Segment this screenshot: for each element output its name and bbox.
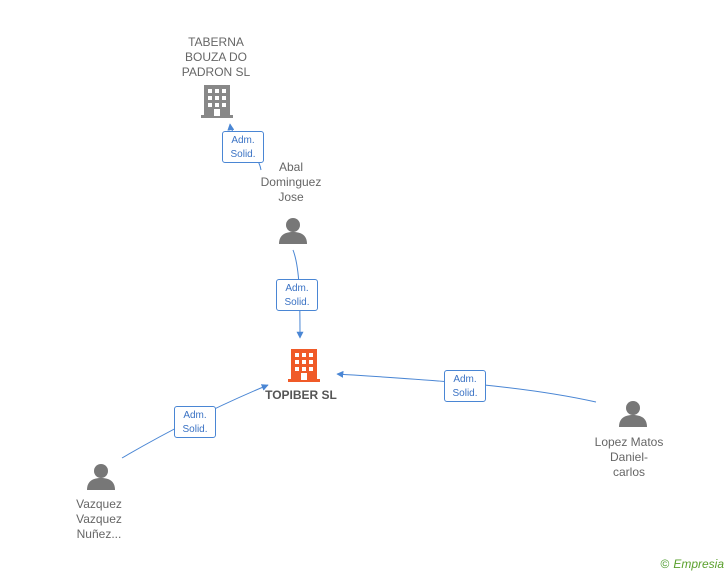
edge-badge-vazquez-topiber[interactable]: Adm. Solid.	[174, 406, 216, 438]
edge-badge-abal-taberna[interactable]: Adm. Solid.	[222, 131, 264, 163]
node-label-vazquez[interactable]: Vazquez Vazquez Nuñez...	[76, 497, 122, 541]
brand-logo: Empresia	[673, 557, 724, 571]
edge-badge-abal-topiber[interactable]: Adm. Solid.	[276, 279, 318, 311]
node-label-taberna[interactable]: TABERNA BOUZA DO PADRON SL	[181, 35, 251, 79]
building-icon[interactable]	[288, 349, 320, 382]
node-label-topiber[interactable]: TOPIBER SL	[265, 388, 337, 402]
person-icon[interactable]	[619, 401, 647, 427]
person-icon[interactable]	[279, 218, 307, 244]
person-icon[interactable]	[87, 464, 115, 490]
node-label-abal[interactable]: Abal Dominguez Jose	[260, 160, 322, 204]
copyright-symbol: ©	[660, 557, 670, 571]
building-icon[interactable]	[201, 85, 233, 118]
node-label-lopez[interactable]: Lopez Matos Daniel- carlos	[594, 435, 664, 479]
footer-brand: ©Empresia	[660, 557, 724, 571]
edge-badge-lopez-topiber[interactable]: Adm. Solid.	[444, 370, 486, 402]
